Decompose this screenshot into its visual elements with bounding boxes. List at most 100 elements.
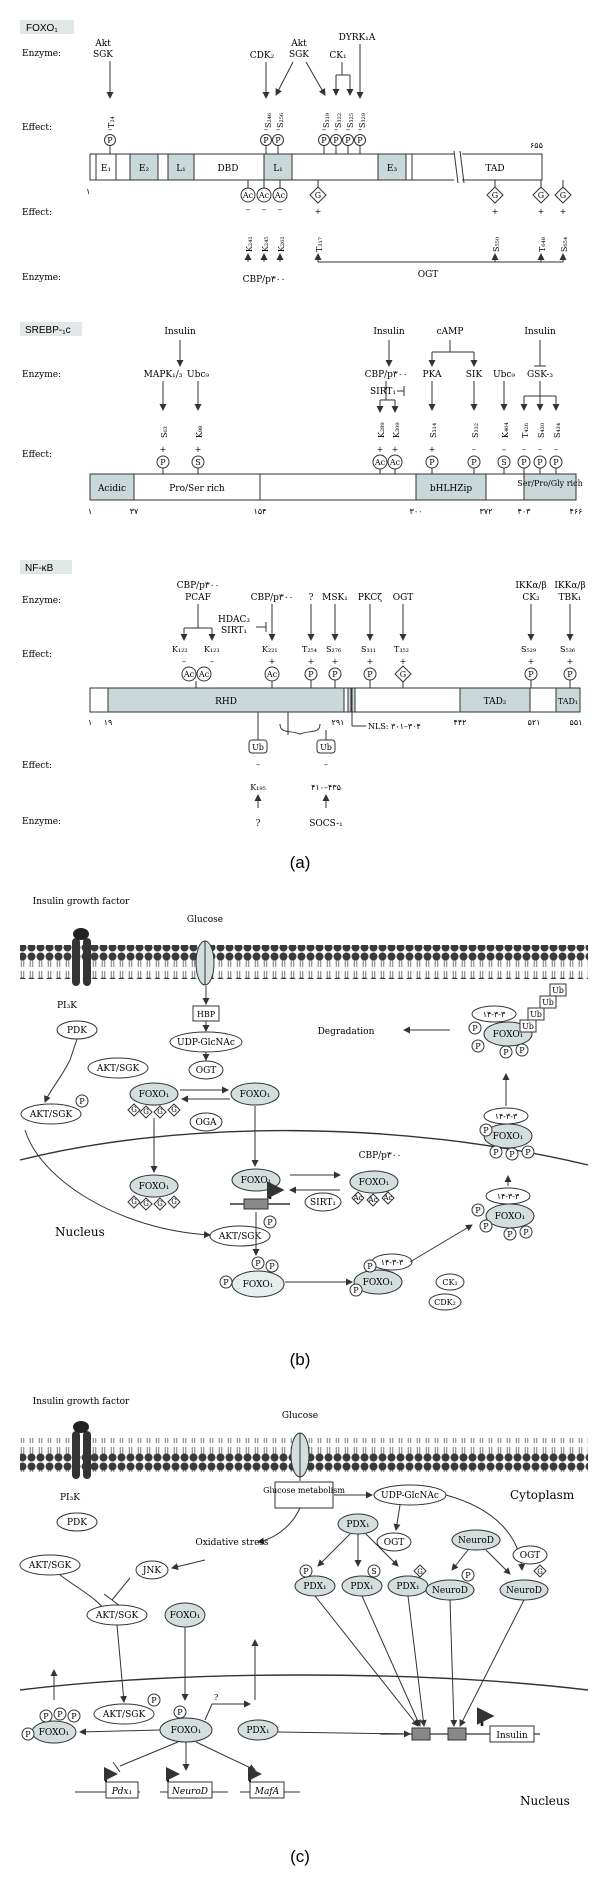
c-insulin-gene: Insulin <box>496 1731 528 1741</box>
srebp-pka: PKA <box>423 370 442 380</box>
foxo1-enzyme-sgk2: SGK <box>289 50 309 60</box>
foxo1-enzyme-cdk2: CDK₂ <box>250 51 275 61</box>
c-neurod-g: NeuroD <box>506 1586 542 1596</box>
svg-text:P: P <box>25 1730 31 1739</box>
nfkb-ck2: CK₂ <box>522 593 540 603</box>
nfkb-pos-291: ۲۹۱ <box>332 718 345 727</box>
foxo1-enzyme-label: Enzyme: <box>22 49 61 59</box>
svg-text:Ac: Ac <box>353 1194 363 1202</box>
c-foxo-top: FOXO₁ <box>170 1611 201 1621</box>
nfkb-ogt: OGT <box>393 593 414 603</box>
svg-text:–: – <box>554 445 558 454</box>
foxo1-site-s256: S₂₅₆ <box>276 113 285 128</box>
svg-text:P: P <box>79 1097 85 1106</box>
nfkb-nls: NLS: ۳۰۱–۳۰۴ <box>368 722 421 731</box>
nfkb-msk1: MSK₁ <box>322 593 348 603</box>
foxo1-site-t317: T₃₁₇ <box>315 237 324 252</box>
foxo1-domain-l1b: L₁ <box>273 164 283 174</box>
svg-text:G: G <box>492 191 498 200</box>
svg-text:Ac: Ac <box>266 670 278 679</box>
srebp-pos-403: ۴۰۳ <box>518 507 532 516</box>
srebp-site-s434: S₄₃₄ <box>553 423 562 438</box>
srebp-domain-serprogly: Ser/Pro/Gly rich <box>517 479 582 488</box>
svg-text:+: + <box>269 657 276 666</box>
nfkb-effect-label-bottom: Effect: <box>22 761 52 771</box>
foxo1-domain-e1: E₁ <box>101 164 111 174</box>
c-pdx-top: PDX₁ <box>346 1520 369 1530</box>
svg-text:P: P <box>493 1148 499 1157</box>
c-nucleus: Nucleus <box>520 1794 570 1808</box>
svg-text:P: P <box>483 1126 489 1135</box>
srebp-gsk3: GSK-₃ <box>527 370 553 380</box>
panel-b: Insulin growth factor Glucose PI₃K PDK A… <box>19 897 589 1311</box>
nfkb-tbk1: TBK₁ <box>559 593 582 603</box>
svg-text:–: – <box>246 205 250 214</box>
c-nuclear-envelope <box>19 1674 589 1691</box>
nfkb-ikk2: IKKα/β <box>554 581 585 591</box>
svg-text:+: + <box>429 445 436 454</box>
foxo1-enzyme-label-bottom: Enzyme: <box>22 273 61 283</box>
svg-text:–: – <box>502 445 506 454</box>
nfkb-domain-tad1: TAD₁ <box>558 697 578 706</box>
c-pdx-nuc: PDX₁ <box>246 1726 269 1736</box>
nfkb-enzyme-label: Enzyme: <box>22 596 61 606</box>
svg-text:S: S <box>501 458 506 467</box>
svg-text:Ac: Ac <box>374 458 386 467</box>
svg-text:G: G <box>171 1106 177 1114</box>
foxo1-header: FOXO₁ <box>26 23 58 34</box>
c-question: ? <box>214 1693 218 1702</box>
b-sirt: SIRT₁ <box>310 1198 336 1208</box>
srebp-site-k309: K₃₀₉ <box>392 422 401 438</box>
svg-text:P: P <box>303 1567 309 1576</box>
svg-text:P: P <box>308 670 314 679</box>
svg-text:Ac: Ac <box>274 191 286 200</box>
svg-text:P: P <box>43 1712 49 1721</box>
srebp-site-s332: S₃₃₂ <box>471 423 480 438</box>
svg-text:P: P <box>475 1042 481 1051</box>
srebp-site-k98: K₉₈ <box>195 426 204 438</box>
svg-text:P: P <box>483 1222 489 1231</box>
foxo1-section: FOXO₁ Enzyme: Effect: Effect: Enzyme: Ak… <box>20 20 572 285</box>
svg-text:P: P <box>528 670 534 679</box>
b-foxo-g2: FOXO₁ <box>139 1182 170 1192</box>
acetyl-circle <box>240 187 256 203</box>
c-glucose-metabolism: Glucose metabolism <box>263 1486 345 1495</box>
svg-text:Ub: Ub <box>530 1010 542 1019</box>
svg-text:+: + <box>367 657 374 666</box>
foxo1-enzyme-ogt: OGT <box>418 270 439 280</box>
foxo1-end: ۶۵۵ <box>530 141 543 150</box>
svg-text:P: P <box>267 1218 273 1227</box>
foxo1-site-k245: K₂₄₅ <box>261 236 270 252</box>
b-hbp: HBP <box>197 1010 216 1019</box>
srebp-insulin-3: Insulin <box>524 327 556 337</box>
svg-text:P: P <box>507 1230 513 1239</box>
c-pdk: PDK <box>67 1518 87 1528</box>
nfkb-pos-1: ۱ <box>88 718 92 727</box>
c-glucose: Glucose <box>282 1411 318 1421</box>
svg-text:P: P <box>471 458 477 467</box>
srebp-effect-label: Effect: <box>22 450 52 460</box>
nfkb-site-k122: K₁₂₂ <box>172 645 188 654</box>
nfkb-ikk1: IKKα/β <box>515 581 546 591</box>
c-jnk: JNK <box>142 1566 161 1576</box>
svg-text:P: P <box>567 670 573 679</box>
nfkb-benzyme-socs1: SOCS-₁ <box>309 819 343 829</box>
svg-text:–: – <box>182 657 186 666</box>
svg-text:P: P <box>263 136 269 145</box>
srebp-mapk: MAPK₁/₃ <box>144 370 183 380</box>
svg-text:P: P <box>503 1048 509 1057</box>
b-foxo-r1: FOXO₁ <box>495 1212 526 1222</box>
b-igf: Insulin growth factor <box>33 897 130 907</box>
svg-text:+: + <box>492 207 499 216</box>
svg-text:G: G <box>131 1198 137 1206</box>
srebp-camp: cAMP <box>437 327 464 337</box>
svg-text:–: – <box>334 125 338 134</box>
nfkb-section: NF-κB Enzyme: Effect: Effect: Enzyme: CB… <box>20 560 586 829</box>
svg-text:۱۴-۳-۳: ۱۴-۳-۳ <box>483 1010 506 1019</box>
svg-text:+: + <box>160 445 167 454</box>
srebp-pos-466: ۴۶۶ <box>570 507 583 516</box>
svg-text:+: + <box>567 657 574 666</box>
svg-text:+: + <box>308 657 315 666</box>
foxo1-effect-label-top: Effect: <box>22 123 52 133</box>
foxo1-effect-label-bottom: Effect: <box>22 208 52 218</box>
